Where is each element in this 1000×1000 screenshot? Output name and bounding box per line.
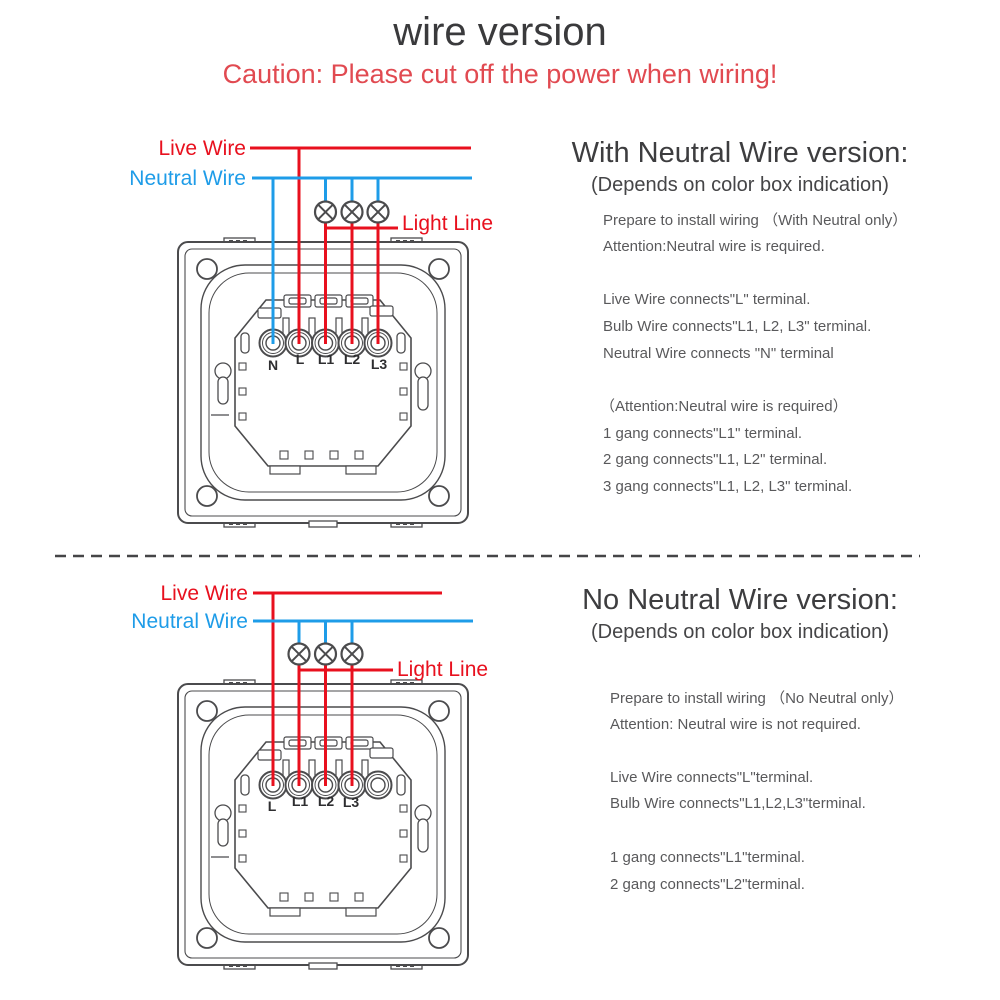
page-title: wire version: [392, 10, 606, 54]
instruction-line: Attention:Neutral wire is required.: [603, 238, 825, 255]
section-subheading: (Depends on color box indication): [591, 621, 889, 643]
instruction-line: 3 gang connects"L1, L2, L3" terminal.: [603, 478, 852, 495]
instruction-line: Bulb Wire connects"L1, L2, L3" terminal.: [603, 318, 871, 335]
lamp-icon: [340, 200, 364, 224]
live-wire-label: Live Wire: [160, 582, 248, 605]
live-wire-label: Live Wire: [158, 137, 246, 160]
instruction-line: Attention: Neutral wire is not required.: [610, 716, 861, 733]
wiring-lines-top: [250, 146, 472, 344]
no-neutral-section: Live Wire Neutral Wire Light Line L L1 L…: [131, 582, 903, 970]
instruction-line: Prepare to install wiring （No Neutral on…: [610, 690, 903, 707]
lamp-icon: [313, 642, 338, 666]
terminal-label: L2: [344, 351, 361, 367]
lamp-icon: [287, 642, 311, 666]
section-heading: No Neutral Wire version:: [582, 584, 898, 616]
instruction-line: 2 gang connects"L2"terminal.: [610, 876, 805, 893]
switch-device-bottom: [177, 679, 469, 970]
instruction-line: Bulb Wire connects"L1,L2,L3"terminal.: [610, 795, 866, 812]
light-line-label: Light Line: [397, 658, 488, 681]
terminal-label: L3: [371, 356, 388, 372]
instruction-line: 1 gang connects"L1"terminal.: [610, 849, 805, 866]
instruction-line: Prepare to install wiring （With Neutral …: [603, 212, 907, 229]
terminal-label: L1: [318, 351, 335, 367]
wiring-lines-bottom: [253, 591, 473, 786]
terminal-label: L: [268, 798, 277, 814]
light-line-label: Light Line: [402, 212, 493, 235]
terminal-label: L3: [343, 794, 360, 810]
with-neutral-section: Live Wire Neutral Wire Light Line N L L1…: [129, 137, 909, 528]
lamp-icon: [340, 642, 364, 666]
instruction-line: Live Wire connects"L"terminal.: [610, 769, 813, 786]
terminal-label: L: [296, 351, 305, 367]
lamp-icon: [313, 200, 338, 224]
neutral-wire-label: Neutral Wire: [129, 167, 246, 190]
caution-text: Caution: Please cut off the power when w…: [223, 59, 778, 89]
instruction-line: 2 gang connects"L1, L2" terminal.: [603, 451, 827, 468]
section-subheading: (Depends on color box indication): [591, 174, 889, 196]
neutral-wire-label: Neutral Wire: [131, 610, 248, 633]
terminal-label: N: [268, 357, 278, 373]
instruction-line: 1 gang connects"L1" terminal.: [603, 425, 802, 442]
switch-device-top: [177, 237, 469, 528]
terminal-label: L1: [292, 793, 309, 809]
terminal-label: L2: [318, 793, 335, 809]
instruction-line: Live Wire connects"L" terminal.: [603, 291, 810, 308]
instruction-line: （Attention:Neutral wire is required）: [600, 398, 848, 415]
section-heading: With Neutral Wire version:: [572, 137, 909, 169]
instruction-line: Neutral Wire connects "N" terminal: [603, 345, 834, 362]
lamp-icon: [366, 200, 390, 224]
